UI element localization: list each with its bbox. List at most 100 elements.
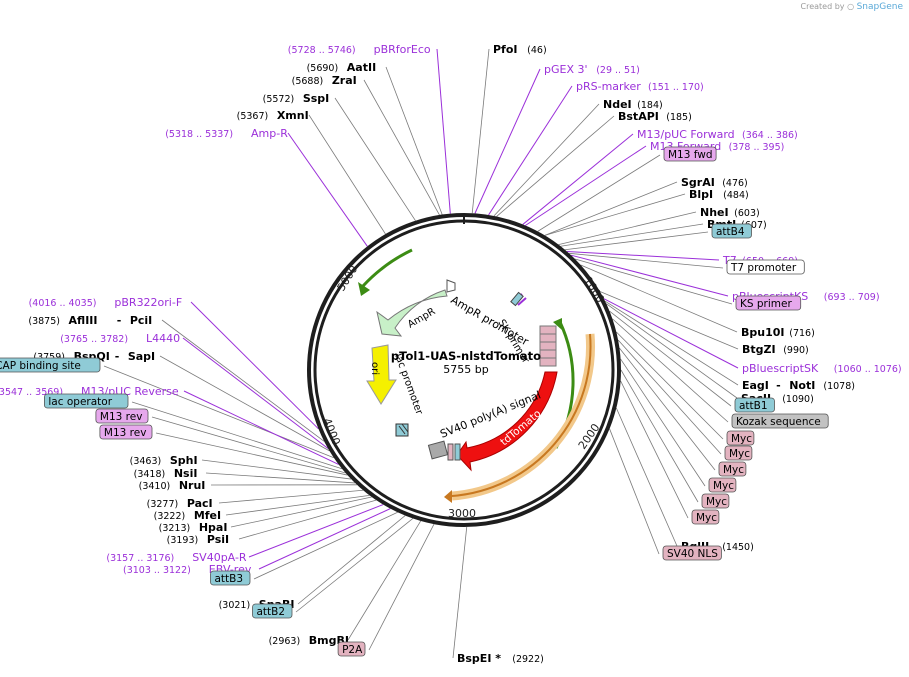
label-pbluescriptsk[interactable]: pBluescriptSK(1060 .. 1076) (742, 362, 902, 375)
grey-feature (427, 440, 449, 460)
label-m13-fwd[interactable]: M13 fwd (663, 146, 717, 162)
feature-box-attb4 (711, 223, 752, 239)
leader-line-pfoi (471, 48, 490, 214)
label-aatii[interactable]: (5690)AatII (307, 61, 377, 74)
label-name-eagi: - (776, 379, 781, 392)
label-attb2[interactable]: attB2 (252, 603, 293, 619)
label-p2a[interactable]: P2A (337, 641, 366, 657)
label-myc[interactable]: Myc (718, 461, 747, 477)
label-name-eagi: NotI (789, 379, 815, 392)
label-cap-binding-site[interactable]: CAP binding site (0, 357, 101, 373)
feature-box-m13-rev (95, 408, 149, 424)
label-attb1[interactable]: attB1 (734, 397, 775, 413)
label-prs-marker[interactable]: pRS-marker(151 .. 170) (576, 80, 704, 93)
label-pos-hpai: (3213) (159, 523, 191, 534)
label-pgex-3[interactable]: pGEX 3'(29 .. 51) (544, 63, 640, 76)
label-pos-eagi: (1078) (823, 381, 855, 392)
tick-3000: 3000 (448, 507, 476, 520)
feature-box-sv40-nls (662, 545, 722, 561)
label-name-pbr322ori-f: pBR322ori-F (114, 296, 182, 309)
created-by-text: Created by (800, 2, 845, 11)
label-amp-r[interactable]: (5318 .. 5337)Amp-R (165, 127, 288, 140)
feature-box-attb2 (252, 603, 293, 619)
label-t7-promoter[interactable]: T7 promoter (726, 259, 805, 275)
label-mfei[interactable]: (3222)MfeI (154, 509, 221, 522)
label-myc[interactable]: Myc (691, 509, 720, 525)
label-nrui[interactable]: (3410)NruI (139, 479, 206, 492)
leader-line-aatii (385, 66, 443, 215)
feature-name-m13-fwd: M13 fwd (668, 149, 713, 161)
leader-line-bmti (560, 223, 704, 247)
label-bstapi[interactable]: BstAPI(185) (618, 110, 692, 123)
label-pbr322ori-f[interactable]: (4016 .. 4035)pBR322ori-F (29, 296, 183, 309)
label-name-sv40pa-r: SV40pA-R (192, 551, 247, 564)
leader-line-btgzi (599, 291, 739, 350)
label-sv40-nls[interactable]: SV40 NLS (662, 545, 722, 561)
leader-line-l4440 (182, 337, 329, 449)
label-m13-rev[interactable]: M13 rev (95, 408, 149, 424)
label-nhei[interactable]: NheI(603) (700, 206, 760, 219)
label-btgzi[interactable]: BtgZI(990) (742, 343, 809, 356)
label-sspi[interactable]: (5572)SspI (263, 92, 330, 105)
label-sv40pa-r[interactable]: (3157 .. 3176)SV40pA-R (106, 551, 247, 564)
feature-name-attb1: attB1 (739, 400, 768, 412)
label-lac-operator[interactable]: lac operator (44, 393, 129, 409)
label-m13-puc-forward[interactable]: M13/pUC Forward (364 .. 386) (637, 128, 798, 141)
leader-line-bstapi (496, 115, 615, 217)
label-name-nsii: NsiI (174, 467, 198, 480)
label-nsii[interactable]: (3418)NsiI (134, 467, 198, 480)
label-zrai[interactable]: (5688)ZraI (292, 74, 357, 87)
label-myc[interactable]: Myc (701, 493, 730, 509)
label-ks-primer[interactable]: KS primer (735, 295, 802, 311)
label-hpai[interactable]: (3213)HpaI (159, 521, 228, 534)
feature-name-kozak-sequence: Kozak sequence (736, 416, 821, 428)
leader-line-myc (619, 347, 716, 471)
feature-box-ks-primer (735, 295, 802, 311)
label-pos-psii: (3193) (167, 535, 199, 546)
label-afliii[interactable]: (3875)AflIII-PciI (28, 314, 152, 327)
leader-line-myc (620, 369, 699, 503)
label-sgrai[interactable]: SgrAI(476) (681, 176, 748, 189)
label-name-zrai: ZraI (332, 74, 357, 87)
tdtomato-arrow (456, 371, 558, 472)
label-bmgbi[interactable]: (2963)BmgBI (269, 634, 349, 647)
label-attb4[interactable]: attB4 (711, 223, 752, 239)
label-pos-m13-puc-forward: (364 .. 386) (742, 130, 798, 141)
ampr-arrow (376, 289, 448, 337)
label-name-m13-puc-forward: M13/pUC Forward (637, 128, 735, 141)
label-eagi[interactable]: EagI-NotI(1078) (742, 379, 855, 392)
leader-line-m13-puc-reverse (183, 390, 339, 465)
leader-line-sphi (201, 459, 352, 480)
label-myc[interactable]: Myc (726, 430, 755, 446)
label-bpu10i[interactable]: Bpu10I(716) (741, 326, 815, 339)
label-l4440[interactable]: (3765 .. 3782)L4440 (60, 332, 180, 345)
label-xmni[interactable]: (5367)XmnI (237, 109, 309, 122)
label-attb3[interactable]: attB3 (210, 570, 251, 586)
label-name-nhei: NheI (700, 206, 729, 219)
label-myc[interactable]: Myc (724, 445, 753, 461)
leader-line-bmgbi (347, 520, 422, 641)
label-myc[interactable]: Myc (708, 477, 737, 493)
label-paci[interactable]: (3277)PacI (147, 497, 213, 510)
label-m13-rev[interactable]: M13 rev (99, 424, 153, 440)
label-name-sspi: SspI (303, 92, 329, 105)
label-pbrforeco[interactable]: (5728 .. 5746)pBRforEco (288, 43, 431, 56)
label-psii[interactable]: (3193)PsiI (167, 533, 229, 546)
leader-line-myc (620, 358, 706, 487)
label-pos-paci: (3277) (147, 499, 179, 510)
label-kozak-sequence[interactable]: Kozak sequence (731, 413, 829, 429)
leader-line-amp-r (287, 132, 368, 247)
label-pfoi[interactable]: PfoI(46) (493, 43, 547, 56)
label-ndei[interactable]: NdeI(184) (603, 98, 663, 111)
label-sphi[interactable]: (3463)SphI (130, 454, 198, 467)
label-pos-snabi: (3021) (219, 600, 251, 611)
feature-box-p2a (337, 641, 366, 657)
leader-line-sv40pa-r (248, 504, 384, 558)
label-pos-l4440: (3765 .. 3782) (60, 334, 128, 345)
feature-name-p2a: P2A (342, 644, 363, 656)
label-bspei[interactable]: BspEI *(2922) (457, 652, 544, 665)
feature-box-myc (726, 430, 755, 446)
label-blpi[interactable]: BlpI(484) (689, 188, 749, 201)
leader-line-sgrai (544, 181, 678, 236)
leader-line-xmni (308, 114, 386, 235)
